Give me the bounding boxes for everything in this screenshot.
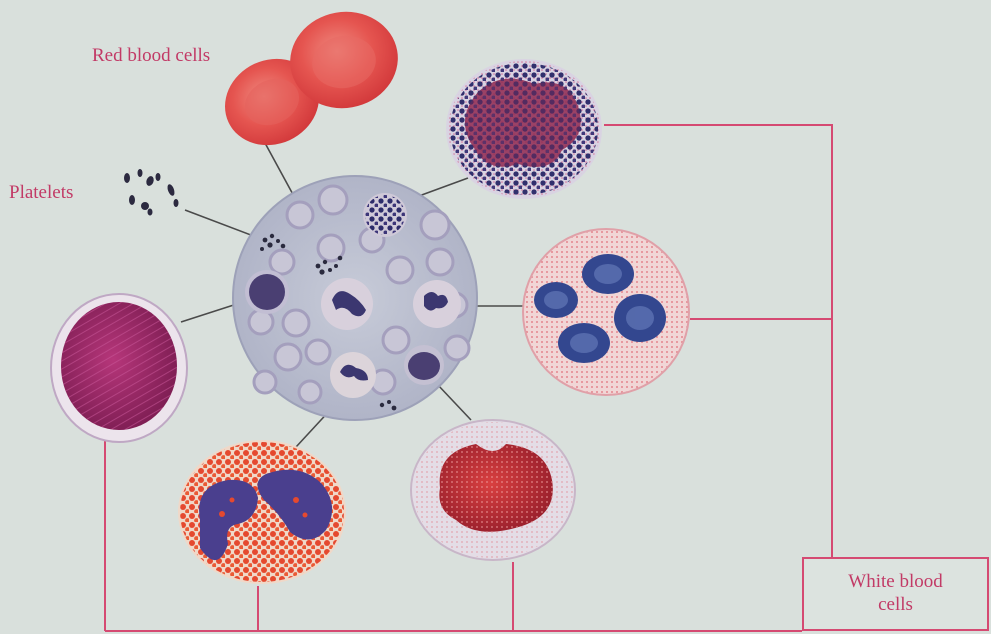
platelets-illustration xyxy=(124,169,179,216)
monocyte-cell xyxy=(411,420,575,560)
basophil-cell xyxy=(446,59,602,199)
white-blood-cells-label-box: White blood cells xyxy=(802,557,989,631)
eosinophil-cell xyxy=(178,440,346,584)
neutrophil-cell xyxy=(523,229,689,395)
red-blood-cells-illustration xyxy=(211,3,406,160)
platelets-label: Platelets xyxy=(9,183,73,204)
red-blood-cells-label: Red blood cells xyxy=(92,46,210,67)
white-blood-cells-label-line1: White blood xyxy=(848,571,942,594)
blood-smear-circle xyxy=(233,176,477,420)
lymphocyte-cell xyxy=(51,294,187,442)
white-blood-cells-label-line2: cells xyxy=(878,594,913,617)
